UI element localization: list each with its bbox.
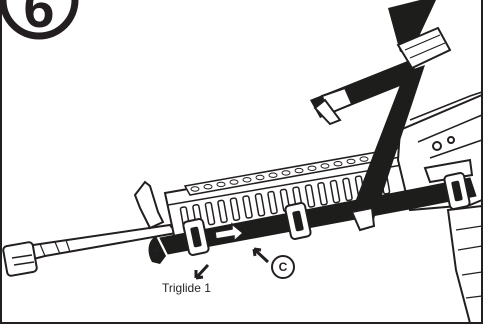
heat-shield-hole xyxy=(295,168,303,172)
heat-shield-hole xyxy=(360,157,368,161)
strap-attachment-point xyxy=(352,208,374,230)
rifle-magazine xyxy=(448,206,482,323)
heat-shield-hole xyxy=(217,182,225,186)
pointer-arrow-triglide-1 xyxy=(196,265,208,278)
step-number: 6 xyxy=(9,0,69,38)
heat-shield-hole xyxy=(256,175,264,179)
front-sight xyxy=(135,182,163,228)
heat-shield-hole xyxy=(334,162,342,166)
heat-shield-hole xyxy=(204,185,212,189)
heat-shield-hole xyxy=(282,171,290,175)
triglide-1-label: Triglide 1 xyxy=(162,281,211,295)
heat-shield-hole xyxy=(230,180,238,184)
heat-shield-hole xyxy=(243,178,251,182)
heat-shield-hole xyxy=(321,164,329,168)
pointer-arrow-c xyxy=(254,249,268,262)
heat-shield-hole xyxy=(191,187,199,191)
callout-label-c: C xyxy=(275,260,291,274)
heat-shield-hole xyxy=(308,166,316,170)
heat-shield-hole xyxy=(347,159,355,163)
heat-shield-hole xyxy=(269,173,277,177)
